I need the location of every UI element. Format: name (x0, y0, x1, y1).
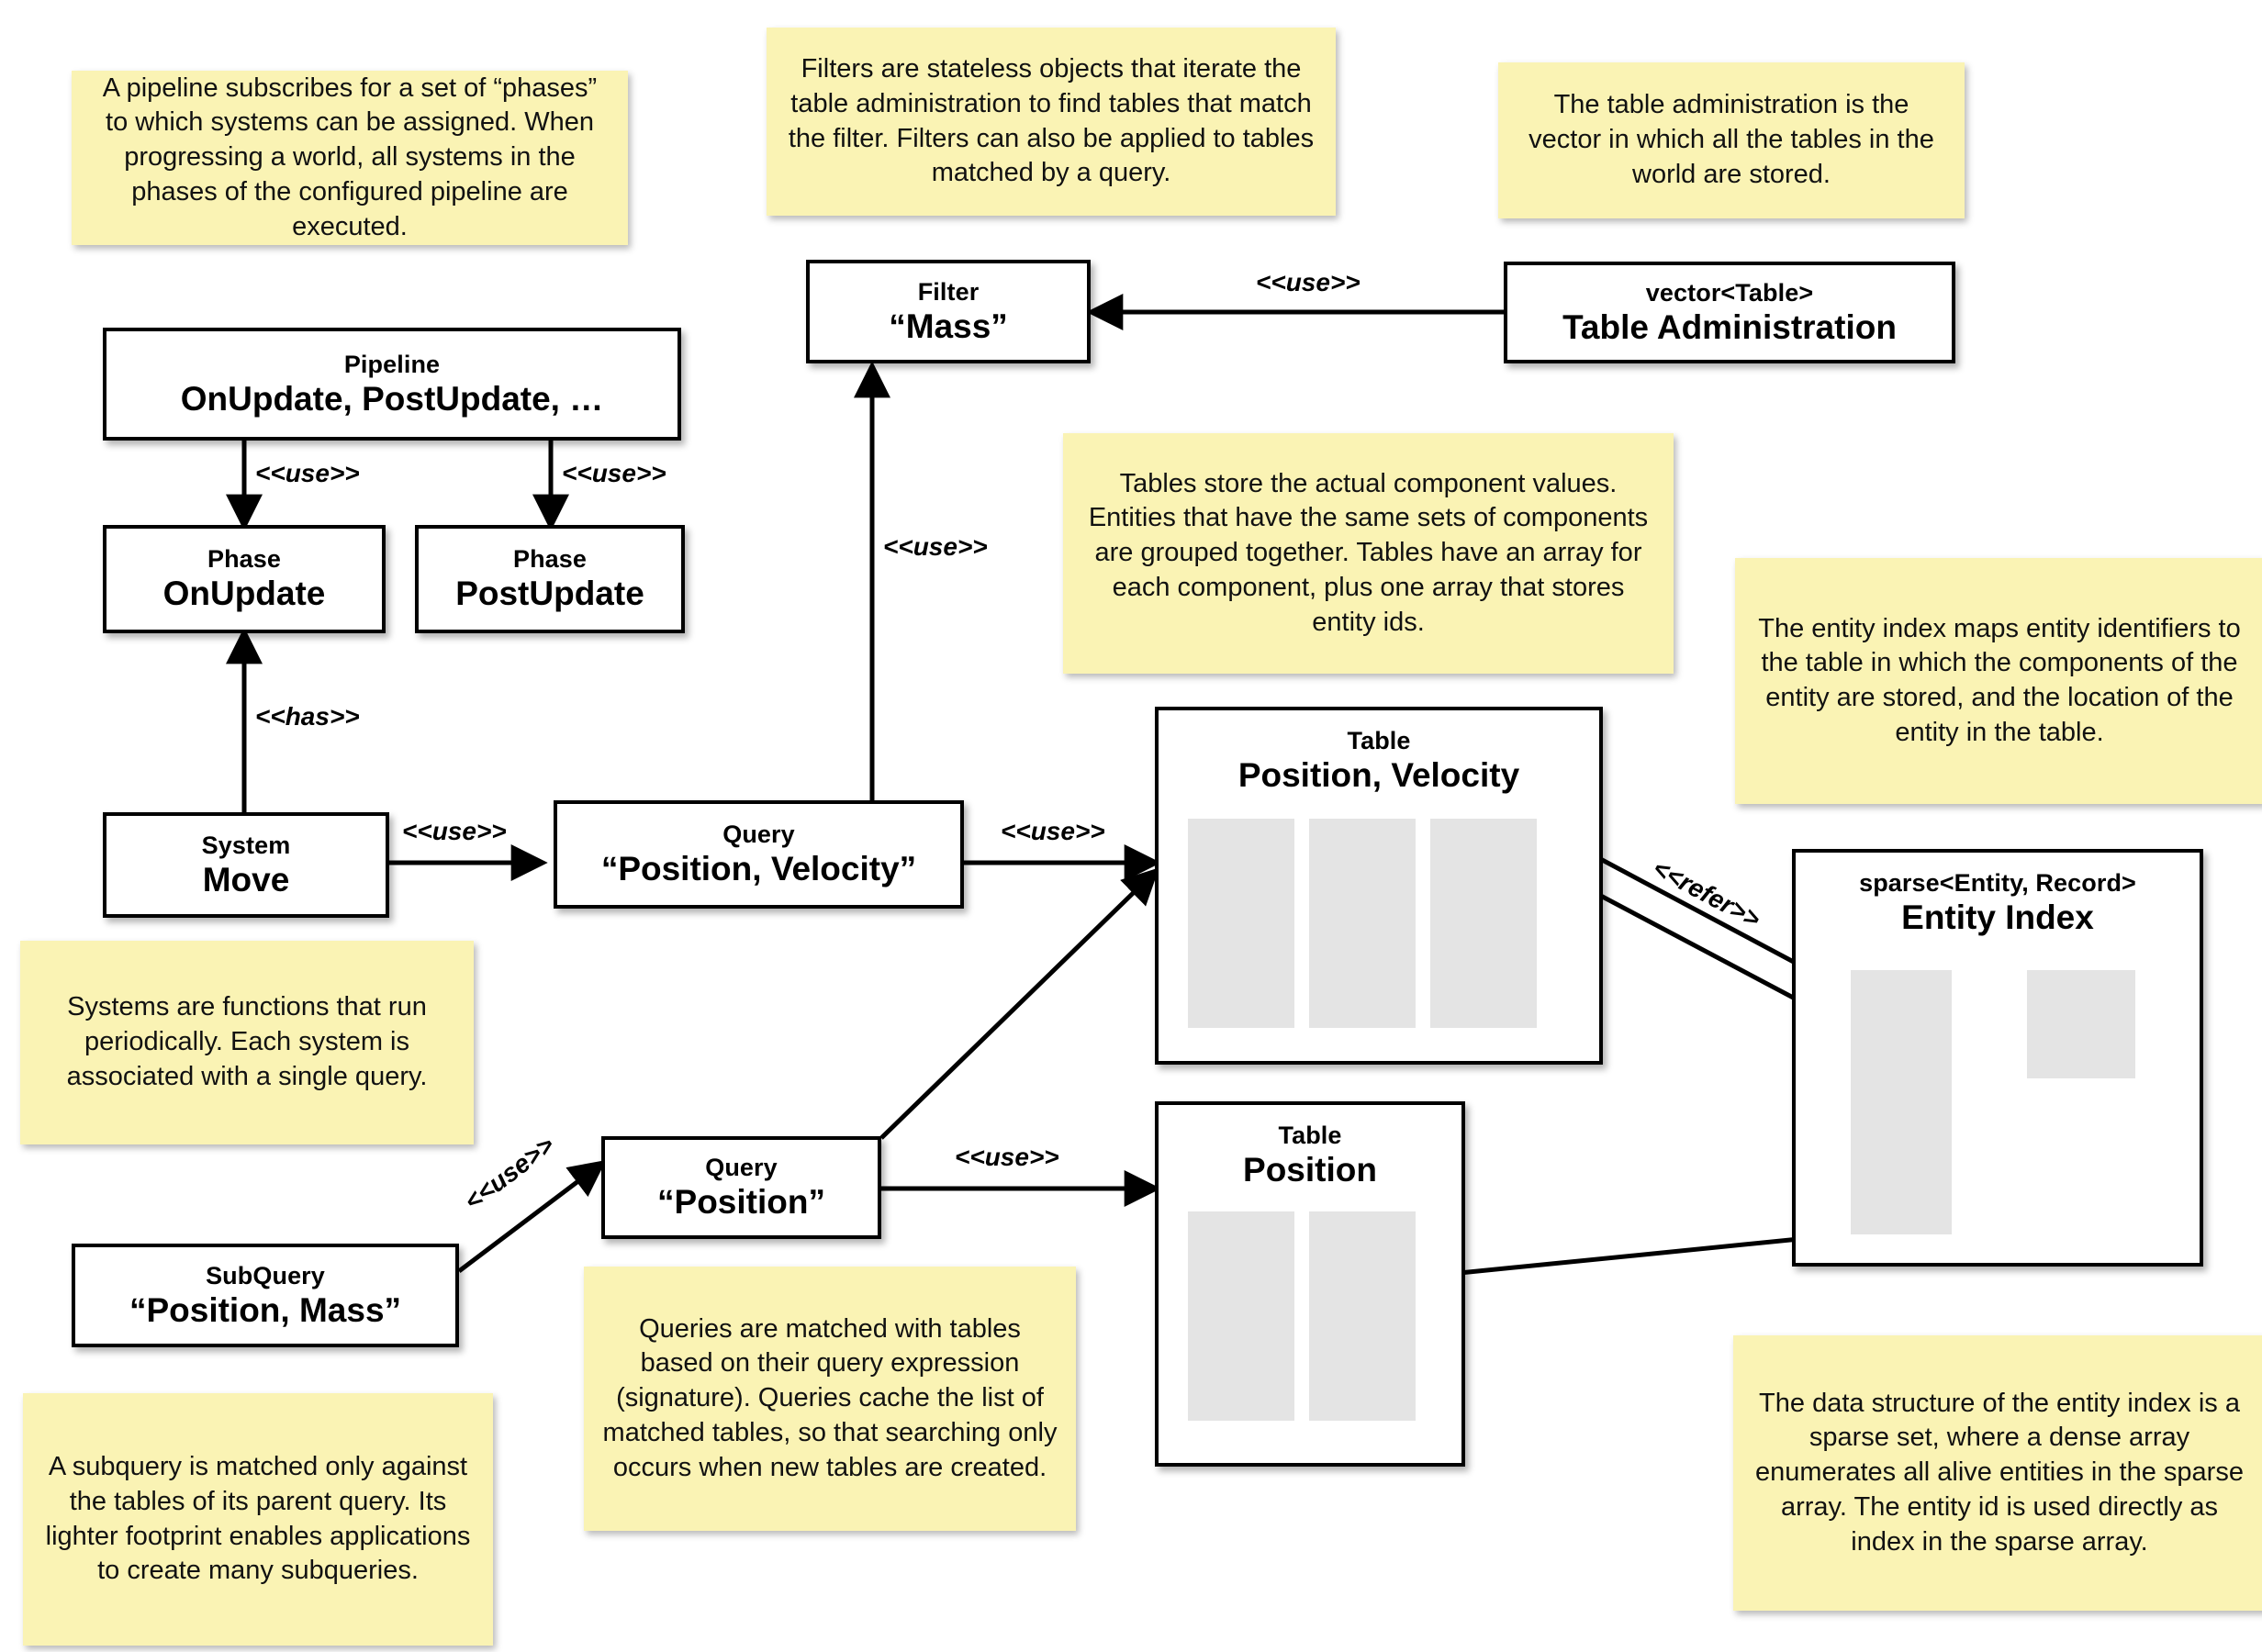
box-query-position-stereotype: Query (705, 1154, 778, 1182)
dense-array-column (2027, 970, 2135, 1078)
box-subquery-position-mass-name: “Position, Mass” (129, 1290, 402, 1329)
note-pipeline: A pipeline subscribes for a set of “phas… (72, 71, 628, 245)
box-filter-mass[interactable]: Filter “Mass” (806, 260, 1091, 363)
edge-label-system-phase-onupdate: <<has>> (255, 702, 360, 731)
box-phase-onupdate[interactable]: Phase OnUpdate (103, 525, 386, 633)
box-query-position-velocity-stereotype: Query (722, 820, 795, 849)
box-table-position-stereotype: Table (1278, 1122, 1342, 1149)
edge-label-system-query: <<use>> (402, 817, 507, 845)
box-table-position-name: Position (1243, 1151, 1377, 1189)
box-pipeline-stereotype: Pipeline (343, 350, 441, 378)
note-query: Queries are matched with tables based on… (584, 1267, 1076, 1531)
note-filter: Filters are stateless objects that itera… (767, 28, 1336, 216)
box-phase-onupdate-name: OnUpdate (162, 575, 326, 613)
box-entity-index-name: Entity Index (1901, 899, 2094, 937)
edge-label-pipeline-phase-onupdate: <<use>> (255, 459, 360, 487)
box-phase-postupdate-name: PostUpdate (455, 575, 644, 613)
note-subquery: A subquery is matched only against the t… (23, 1393, 493, 1646)
component-array-column (1309, 819, 1416, 1028)
component-array-column (1188, 1211, 1294, 1421)
box-subquery-position-mass[interactable]: SubQuery “Position, Mass” (72, 1244, 459, 1347)
box-table-administration-stereotype: vector<Table> (1645, 278, 1814, 307)
box-filter-mass-stereotype: Filter (917, 277, 980, 306)
box-table-administration[interactable]: vector<Table> Table Administration (1504, 262, 1955, 363)
box-phase-onupdate-stereotype: Phase (207, 545, 282, 574)
box-subquery-position-mass-stereotype: SubQuery (206, 1261, 325, 1289)
table-position-arrays (1188, 1211, 1416, 1421)
note-system: Systems are functions that run periodica… (20, 941, 474, 1144)
note-entity-index: The entity index maps entity identifiers… (1735, 558, 2262, 804)
box-table-position[interactable]: Table Position (1155, 1101, 1465, 1467)
box-entity-index-stereotype: sparse<Entity, Record> (1859, 869, 2136, 897)
edge-label-tableadmin-filter: <<use>> (1256, 268, 1361, 296)
box-pipeline-name: OnUpdate, PostUpdate, … (180, 379, 604, 418)
box-entity-index[interactable]: sparse<Entity, Record> Entity Index (1792, 849, 2203, 1267)
box-table-position-velocity-stereotype: Table (1347, 727, 1411, 754)
note-table-administration: The table administration is the vector i… (1498, 62, 1965, 218)
box-query-position-name: “Position” (657, 1183, 825, 1222)
box-table-administration-name: Table Administration (1562, 307, 1897, 346)
box-table-position-velocity[interactable]: Table Position, Velocity (1155, 707, 1603, 1065)
edge-label-entityindex-refer: <<refer>> (1648, 854, 1765, 934)
box-system-move[interactable]: System Move (103, 812, 389, 918)
box-system-move-stereotype: System (201, 831, 291, 859)
sparse-array-column (1851, 970, 1952, 1234)
edge-entityindex-table-position (1426, 1232, 1846, 1291)
box-system-move-name: Move (202, 860, 290, 899)
edge-label-pipeline-phase-postupdate: <<use>> (562, 459, 666, 487)
component-array-column (1188, 819, 1294, 1028)
edge-label-query-filter: <<use>> (883, 532, 988, 561)
note-table: Tables store the actual component values… (1063, 433, 1674, 674)
box-filter-mass-name: “Mass” (889, 307, 1008, 345)
edge-label-queryposition-tableposition: <<use>> (955, 1143, 1059, 1171)
box-table-position-velocity-name: Position, Velocity (1237, 756, 1520, 795)
entity-id-array-column (1430, 819, 1537, 1028)
edge-label-query-table-pv: <<use>> (1001, 817, 1105, 845)
box-query-position-velocity-name: “Position, Velocity” (600, 850, 917, 888)
table-position-velocity-arrays (1188, 819, 1537, 1028)
box-query-position[interactable]: Query “Position” (601, 1136, 881, 1239)
entity-id-array-column (1309, 1211, 1416, 1421)
edge-label-subquery-query: <<use>> (459, 1130, 560, 1216)
box-phase-postupdate-stereotype: Phase (512, 545, 588, 574)
note-sparse-set: The data structure of the entity index i… (1733, 1335, 2262, 1611)
box-pipeline[interactable]: Pipeline OnUpdate, PostUpdate, … (103, 328, 681, 441)
box-query-position-velocity[interactable]: Query “Position, Velocity” (554, 800, 964, 909)
edge-queryposition-table-pv (879, 867, 1159, 1140)
box-phase-postupdate[interactable]: Phase PostUpdate (415, 525, 685, 633)
